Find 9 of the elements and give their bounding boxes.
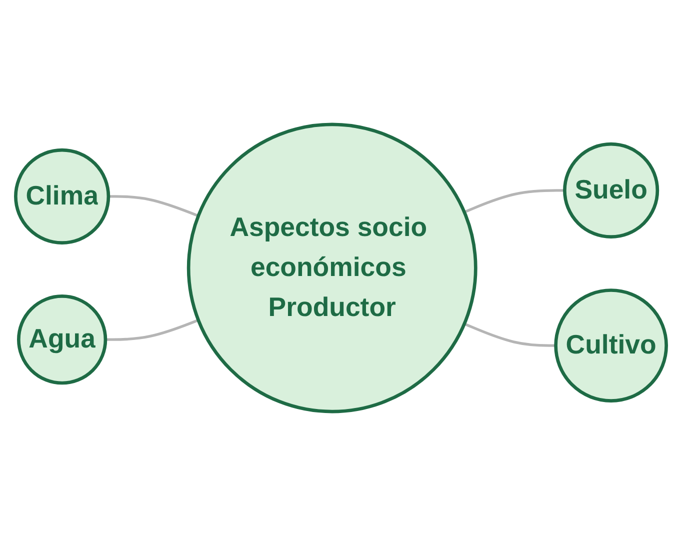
node-circle: Clima bbox=[14, 148, 110, 244]
connector bbox=[464, 322, 556, 347]
connector bbox=[105, 318, 199, 341]
node-circle: Cultivo bbox=[554, 288, 668, 402]
connector bbox=[464, 189, 565, 214]
node-circle: Agua bbox=[17, 294, 108, 385]
connector bbox=[108, 195, 199, 218]
node-circle: Suelo bbox=[563, 142, 660, 239]
node-circle: Aspectos socio económicos Productor bbox=[186, 122, 478, 414]
